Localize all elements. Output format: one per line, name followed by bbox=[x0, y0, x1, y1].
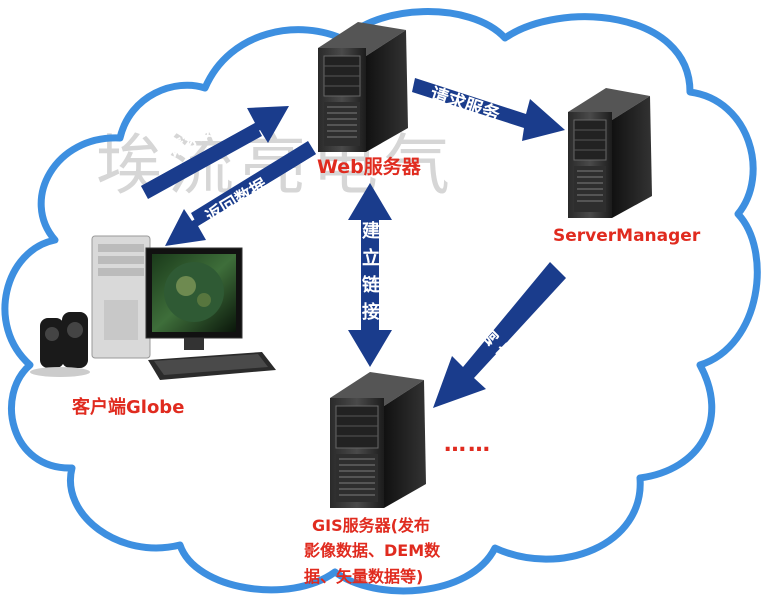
web-server-icon bbox=[318, 22, 408, 152]
gis-server-label-line3: 据、矢量数据等) bbox=[304, 567, 424, 586]
gis-server-label-line1: GIS服务器(发布 bbox=[312, 516, 430, 535]
server-manager-icon bbox=[568, 88, 652, 218]
build-link-label: 建立链接 bbox=[362, 221, 380, 323]
arrow-build-link bbox=[348, 183, 392, 367]
gis-server-icon bbox=[330, 372, 426, 508]
web-server-label: Web服务器 bbox=[317, 156, 421, 178]
more-servers-ellipsis: …… bbox=[444, 432, 492, 457]
arrow-request-data bbox=[141, 106, 289, 199]
client-label: 客户端Globe bbox=[72, 397, 185, 418]
arrow-dispatch bbox=[433, 262, 566, 408]
arrow-return-data bbox=[165, 141, 316, 246]
client-computer-icon bbox=[30, 235, 276, 380]
server-manager-label: ServerManager bbox=[553, 226, 701, 246]
gis-server-label-line2: 影像数据、DEM数 bbox=[304, 541, 441, 560]
cloud-outline bbox=[1, 8, 761, 595]
arrow-request-service bbox=[412, 78, 565, 141]
